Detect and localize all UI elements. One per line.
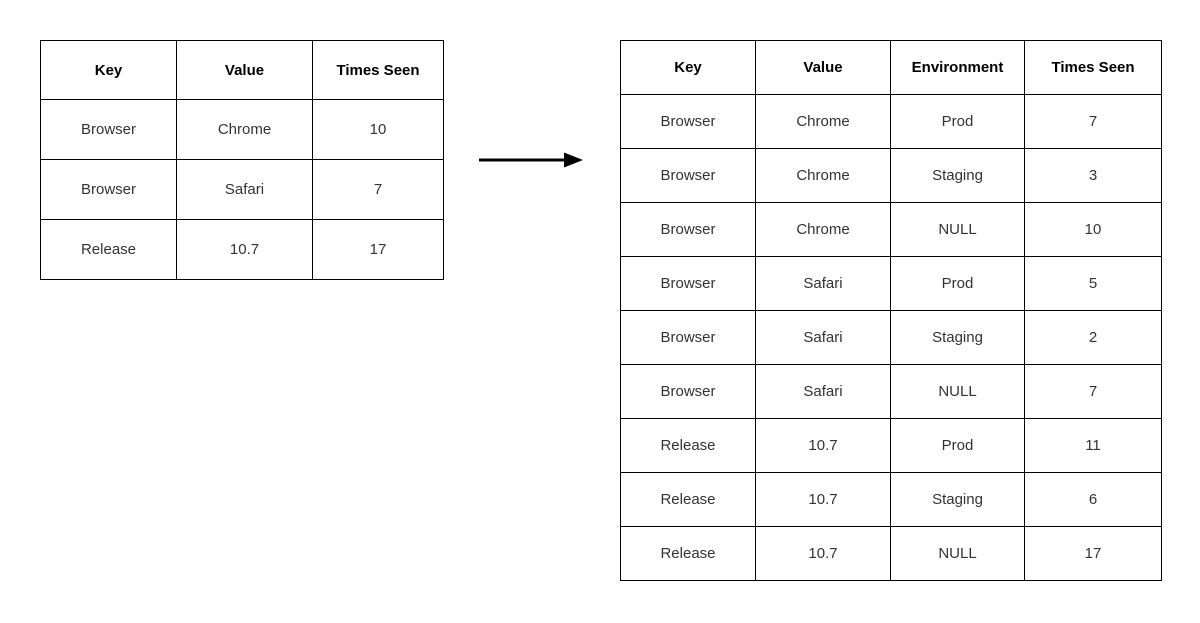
table-cell: Chrome [755, 148, 891, 203]
table-cell: 11 [1024, 418, 1162, 473]
transform-arrow [478, 149, 584, 171]
table-cell: NULL [890, 364, 1025, 419]
table-cell: Staging [890, 310, 1025, 365]
table-cell: 10.7 [755, 418, 891, 473]
table-cell: Browser [620, 94, 756, 149]
column-header: Value [176, 40, 313, 100]
table-cell: 6 [1024, 472, 1162, 527]
table-cell: Browser [620, 364, 756, 419]
table-cell: Browser [620, 148, 756, 203]
table-cell: Browser [40, 159, 177, 220]
table-cell: Staging [890, 472, 1025, 527]
table-cell: 7 [1024, 94, 1162, 149]
column-header: Times Seen [1024, 40, 1162, 95]
table-cell: 10.7 [176, 219, 313, 280]
table-cell: Browser [40, 99, 177, 160]
table-cell: Safari [755, 310, 891, 365]
table-cell: Release [620, 472, 756, 527]
table-cell: 10.7 [755, 472, 891, 527]
table-cell: Release [620, 526, 756, 581]
table-cell: 10 [312, 99, 444, 160]
table-cell: NULL [890, 526, 1025, 581]
table-cell: 17 [312, 219, 444, 280]
table-cell: Staging [890, 148, 1025, 203]
column-header: Environment [890, 40, 1025, 95]
table-cell: 7 [312, 159, 444, 220]
table-cell: Browser [620, 310, 756, 365]
table-cell: 10 [1024, 202, 1162, 257]
table-cell: 17 [1024, 526, 1162, 581]
table-cell: 7 [1024, 364, 1162, 419]
right-arrow-icon [479, 152, 583, 168]
table-cell: Safari [755, 256, 891, 311]
column-header: Key [40, 40, 177, 100]
table-cell: 5 [1024, 256, 1162, 311]
table-cell: NULL [890, 202, 1025, 257]
table-cell: Chrome [176, 99, 313, 160]
table-cell: Browser [620, 256, 756, 311]
table-cell: Prod [890, 256, 1025, 311]
table-cell: Prod [890, 418, 1025, 473]
table-cell: 3 [1024, 148, 1162, 203]
table-cell: Release [40, 219, 177, 280]
table-cell: Prod [890, 94, 1025, 149]
table-cell: Safari [176, 159, 313, 220]
column-header: Key [620, 40, 756, 95]
table-cell: 10.7 [755, 526, 891, 581]
table-cell: Release [620, 418, 756, 473]
table-cell: 2 [1024, 310, 1162, 365]
column-header: Times Seen [312, 40, 444, 100]
table-cell: Chrome [755, 202, 891, 257]
column-header: Value [755, 40, 891, 95]
table-cell: Browser [620, 202, 756, 257]
table-cell: Safari [755, 364, 891, 419]
table-cell: Chrome [755, 94, 891, 149]
